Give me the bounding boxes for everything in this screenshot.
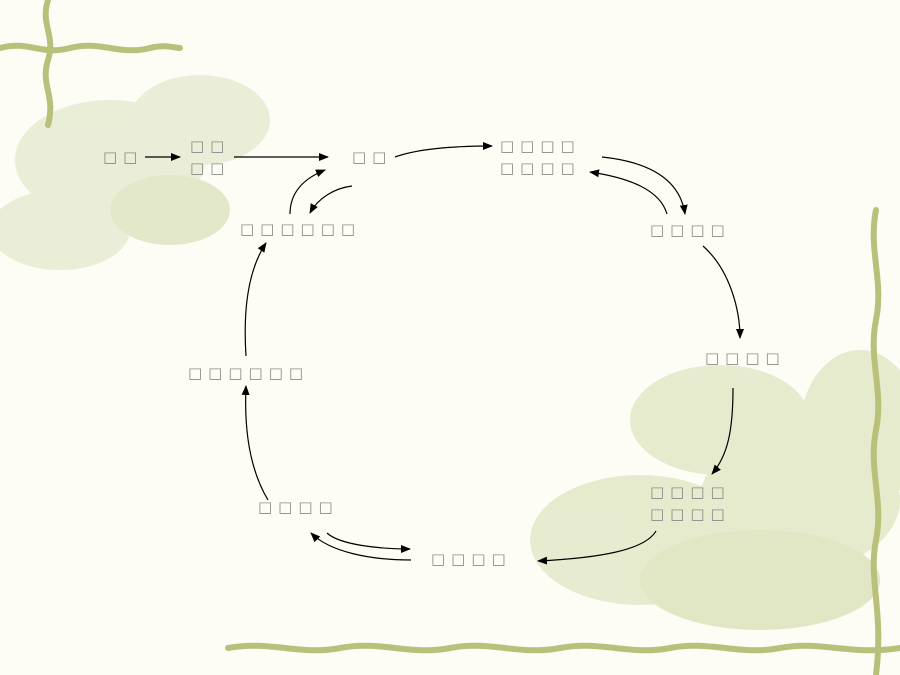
arrow-g-to-h: [310, 532, 412, 561]
node-j: □□□□□□: [240, 220, 362, 238]
flower-watermark-bottom-right: [530, 350, 900, 630]
node-h: □□□□: [258, 498, 339, 516]
node-g: □□□□: [431, 550, 512, 568]
arrow-i-to-j: [244, 242, 267, 357]
node-c: □□□□ □□□□: [500, 137, 581, 177]
node-start: □□: [103, 148, 144, 166]
arrow-c-to-d: [601, 156, 688, 215]
arrow-j-to-b: [289, 169, 326, 215]
vine-border-top-left: [0, 0, 183, 128]
arrow-e-to-f: [711, 387, 734, 475]
flower-watermark-top-left: [0, 75, 270, 270]
arrow-d-to-c: [589, 169, 668, 215]
vine-border-bottom-right: [225, 207, 900, 675]
arrow-h-to-g: [326, 532, 411, 553]
node-d: □□□□: [650, 221, 731, 239]
node-i: □□□□□□: [188, 364, 310, 382]
node-e: □□□□: [705, 349, 786, 367]
arrow-b-to-c: [394, 142, 493, 158]
arrow-h-to-i: [241, 385, 269, 501]
arrow-d-to-e: [702, 245, 744, 339]
node-a: □□ □□: [190, 137, 231, 177]
node-f: □□□□ □□□□: [650, 483, 731, 523]
arrow-f-to-g: [537, 530, 657, 565]
arrow-b-to-j: [309, 185, 353, 214]
node-b: □□: [352, 148, 393, 166]
